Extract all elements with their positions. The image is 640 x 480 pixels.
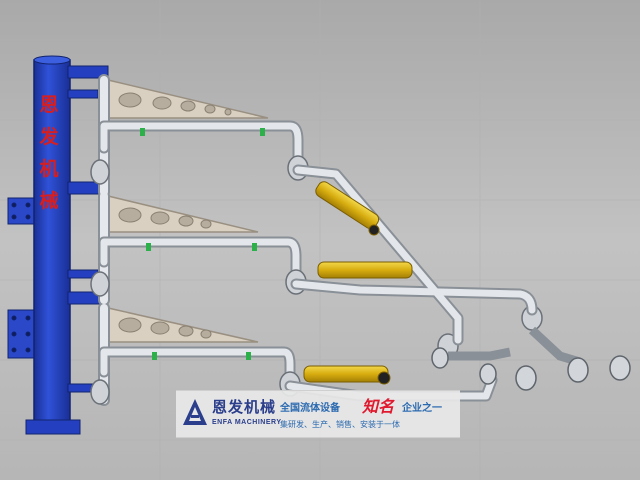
yellow-cylinder-bottom xyxy=(303,365,389,383)
column-char-1: 恩 xyxy=(39,94,59,116)
slogan-part1: 全国流体设备 xyxy=(280,403,340,414)
brand-name-en: ENFA MACHINERY xyxy=(212,419,282,426)
column-char-2: 发 xyxy=(39,126,59,148)
brand-logo-icon xyxy=(183,399,207,425)
brand-name: 恩发机械 xyxy=(212,398,277,416)
yellow-cylinder-middle xyxy=(317,261,413,279)
slogan-famous: 知名 xyxy=(362,397,395,416)
green-clamps xyxy=(140,128,265,360)
slogan-part2: 企业之一 xyxy=(402,403,442,414)
slogan-line2: 集研发、生产、销售、安装于一体 xyxy=(280,420,400,429)
column-char-3: 机 xyxy=(39,158,59,180)
support-column xyxy=(25,55,81,435)
column-side-flanges xyxy=(7,197,37,359)
yellow-cylinders xyxy=(303,181,413,385)
brand-banner: 恩发机械 ENFA MACHINERY 全国流体设备 知名 企业之一 集研发、生… xyxy=(176,390,460,438)
column-char-4: 械 xyxy=(39,190,59,212)
nozzle-heads xyxy=(431,326,631,391)
